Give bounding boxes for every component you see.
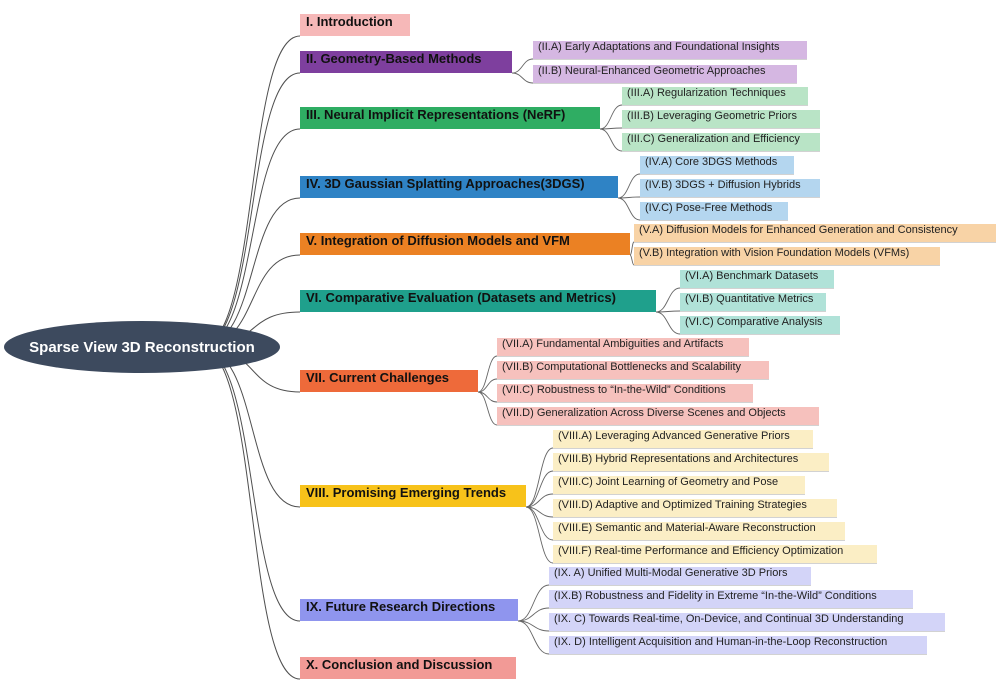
connector-line [477, 391, 498, 426]
subsection-node: (III.C) Generalization and Efficiency [622, 133, 820, 151]
connector-line [525, 493, 554, 508]
subsection-node: (VIII.A) Leveraging Advanced Generative … [553, 430, 813, 448]
connector-line [517, 607, 550, 622]
connector-line [511, 58, 534, 74]
subsection-node: (VIII.D) Adaptive and Optimized Training… [553, 499, 837, 517]
subsection-node: (IX. D) Intelligent Acquisition and Huma… [549, 636, 927, 654]
section-node-7: VII. Current Challenges [300, 370, 478, 392]
connector-line [617, 197, 641, 221]
section-node-1: I. Introduction [300, 14, 410, 36]
subsection-node: (IX. A) Unified Multi-Modal Generative 3… [549, 567, 811, 585]
subsection-node: (IV.A) Core 3DGS Methods [640, 156, 794, 174]
subsection-node: (VI.A) Benchmark Datasets [680, 270, 834, 288]
connector-line [477, 378, 498, 393]
connector-line [525, 470, 554, 508]
subsection-node: (III.A) Regularization Techniques [622, 87, 808, 105]
connector-line [599, 128, 623, 152]
subsection-node: (II.A) Early Adaptations and Foundationa… [533, 41, 807, 59]
subsection-node: (VII.B) Computational Bottlenecks and Sc… [497, 361, 769, 379]
connector-line [655, 287, 681, 313]
subsection-node: (VIII.B) Hybrid Representations and Arch… [553, 453, 829, 471]
subsection-node: (IX.B) Robustness and Fidelity in Extrem… [549, 590, 913, 608]
subsection-node: (V.B) Integration with Vision Foundation… [634, 247, 940, 265]
section-node-6: VI. Comparative Evaluation (Datasets and… [300, 290, 656, 312]
section-node-4: IV. 3D Gaussian Splatting Approaches(3DG… [300, 176, 618, 198]
connector-line [525, 506, 554, 564]
connector-line [655, 311, 681, 335]
connector-line [511, 72, 534, 84]
subsection-node: (VIII.C) Joint Learning of Geometry and … [553, 476, 805, 494]
subsection-node: (VII.D) Generalization Across Diverse Sc… [497, 407, 819, 425]
subsection-node: (IV.C) Pose-Free Methods [640, 202, 788, 220]
connector-line [199, 35, 301, 348]
connector-line [477, 355, 498, 393]
subsection-node: (VIII.F) Real-time Performance and Effic… [553, 545, 877, 563]
subsection-node: (VIII.E) Semantic and Material-Aware Rec… [553, 522, 845, 540]
section-node-8: VIII. Promising Emerging Trends [300, 485, 526, 507]
subsection-node: (V.A) Diffusion Models for Enhanced Gene… [634, 224, 996, 242]
section-node-5: V. Integration of Diffusion Models and V… [300, 233, 630, 255]
root-node: Sparse View 3D Reconstruction [4, 321, 280, 373]
section-node-3: III. Neural Implicit Representations (Ne… [300, 107, 600, 129]
subsection-node: (IX. C) Towards Real-time, On-Device, an… [549, 613, 945, 631]
subsection-node: (VI.B) Quantitative Metrics [680, 293, 826, 311]
subsection-node: (III.B) Leveraging Geometric Priors [622, 110, 820, 128]
subsection-node: (II.B) Neural-Enhanced Geometric Approac… [533, 65, 797, 83]
section-node-2: II. Geometry-Based Methods [300, 51, 512, 73]
subsection-node: (VII.A) Fundamental Ambiguities and Arti… [497, 338, 749, 356]
connector-line [617, 173, 641, 199]
connector-line [599, 104, 623, 130]
subsection-node: (IV.B) 3DGS + Diffusion Hybrids [640, 179, 820, 197]
section-node-10: X. Conclusion and Discussion [300, 657, 516, 679]
connector-line [517, 584, 550, 622]
section-node-9: IX. Future Research Directions [300, 599, 518, 621]
connector-line [199, 346, 301, 680]
connector-line [199, 128, 301, 348]
subsection-node: (VI.C) Comparative Analysis [680, 316, 840, 334]
connector-line [629, 241, 635, 256]
connector-line [199, 346, 301, 622]
connector-line [525, 447, 554, 508]
connector-line [629, 254, 635, 266]
connector-line [199, 346, 301, 508]
connector-line [517, 620, 550, 655]
subsection-node: (VII.C) Robustness to “In-the-Wild” Cond… [497, 384, 753, 402]
root-label: Sparse View 3D Reconstruction [29, 338, 255, 356]
